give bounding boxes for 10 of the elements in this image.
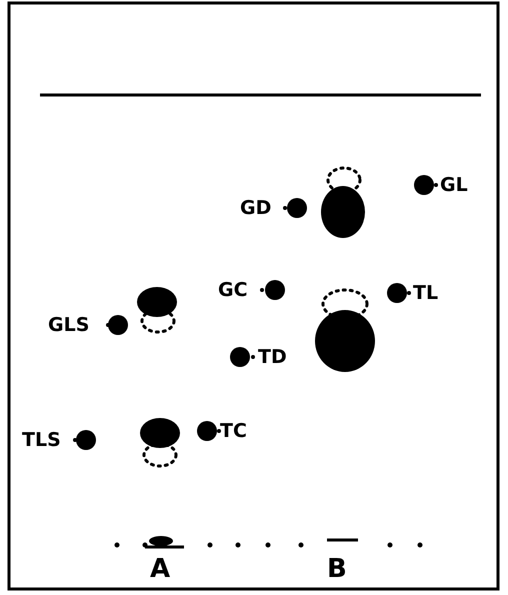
standard-label: GLS bbox=[48, 315, 90, 335]
standard-label: TLS bbox=[22, 430, 61, 450]
standard-label: GD bbox=[240, 198, 272, 218]
standard-label: TL bbox=[413, 283, 438, 303]
lane-label: B bbox=[327, 556, 347, 582]
standard-label: TC bbox=[220, 421, 247, 441]
lane-label: A bbox=[150, 556, 170, 582]
standard-label: GL bbox=[440, 175, 468, 195]
standard-label: TD bbox=[258, 347, 287, 367]
standard-label: GC bbox=[218, 280, 248, 300]
